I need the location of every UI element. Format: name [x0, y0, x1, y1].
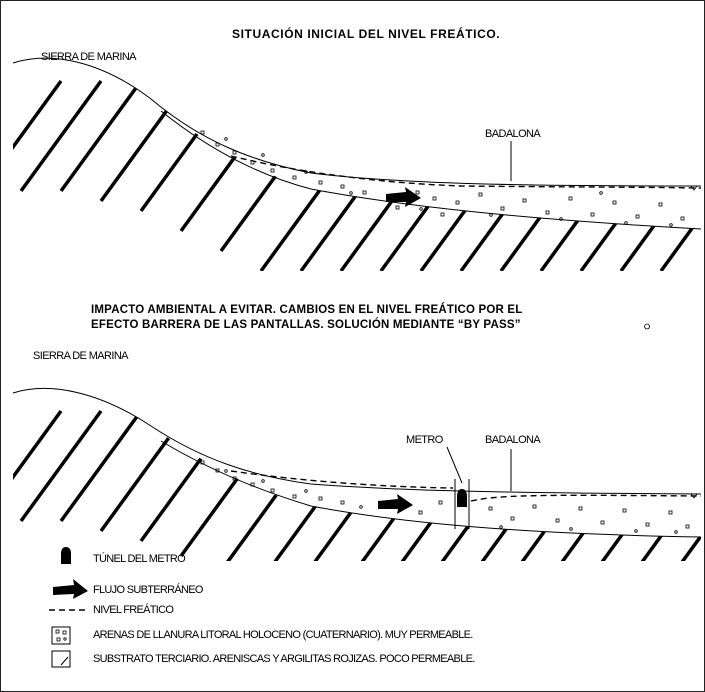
- top-terrain-surface: [12, 57, 702, 187]
- top-sand-base: [160, 110, 702, 230]
- top-flow-arrow-icon: [386, 187, 421, 207]
- legend-hatch-icon: [51, 650, 71, 668]
- legend-item-water-table: NIVEL FREÁTICO: [93, 604, 174, 616]
- top-title: SITUACIÓN INICIAL DEL NIVEL FREÁTICO.: [232, 27, 501, 41]
- bottom-sand-base: [160, 440, 702, 538]
- top-substrate-hatch: [13, 79, 701, 271]
- top-water-table: [230, 155, 702, 189]
- legend-item-sand: ARENAS DE LLANURA LITORAL HOLOCENO (CUAT…: [93, 629, 473, 641]
- bottom-sand-pattern: [200, 460, 690, 534]
- bottom-label-sierra: SIERRA DE MARINA: [33, 350, 129, 362]
- bottom-title-line1: IMPACTO AMBIENTAL A EVITAR. CAMBIOS EN E…: [91, 304, 523, 316]
- bottom-water-mark-icon: [690, 493, 698, 499]
- top-label-sierra: SIERRA DE MARINA: [41, 51, 137, 63]
- bottom-water-table-upstream: [230, 470, 454, 489]
- legend-flow-arrow-icon: [53, 579, 88, 599]
- bottom-terrain-surface: [12, 387, 702, 495]
- legend-item-substrate: SUBSTRATO TERCIARIO. ARENISCAS Y ARGILIT…: [93, 653, 475, 665]
- legend-icons: [49, 547, 88, 668]
- legend-sand-icon: [51, 626, 71, 645]
- legend-tunnel-icon: [61, 547, 71, 564]
- top-sand-pattern: [200, 130, 685, 227]
- top-water-mark-icon: [690, 185, 698, 191]
- title-mark-icon: [644, 323, 650, 330]
- legend-item-flow: FLUJO SUBTERRÁNEO: [93, 584, 203, 596]
- legend-item-tunnel: TÚNEL DEL METRO: [93, 553, 186, 565]
- bottom-label-badalona: BADALONA: [485, 434, 541, 446]
- metro-tunnel-icon: [457, 489, 467, 507]
- top-label-badalona: BADALONA: [485, 128, 541, 140]
- top-section: [12, 57, 702, 271]
- bottom-label-metro: METRO: [406, 434, 443, 446]
- metro-leader: [446, 446, 463, 484]
- bottom-title-line2: EFECTO BARRERA DE LAS PANTALLAS. SOLUCIÓ…: [91, 319, 521, 331]
- bottom-water-table-downstream: [470, 494, 702, 502]
- bottom-flow-arrow-icon: [378, 494, 413, 514]
